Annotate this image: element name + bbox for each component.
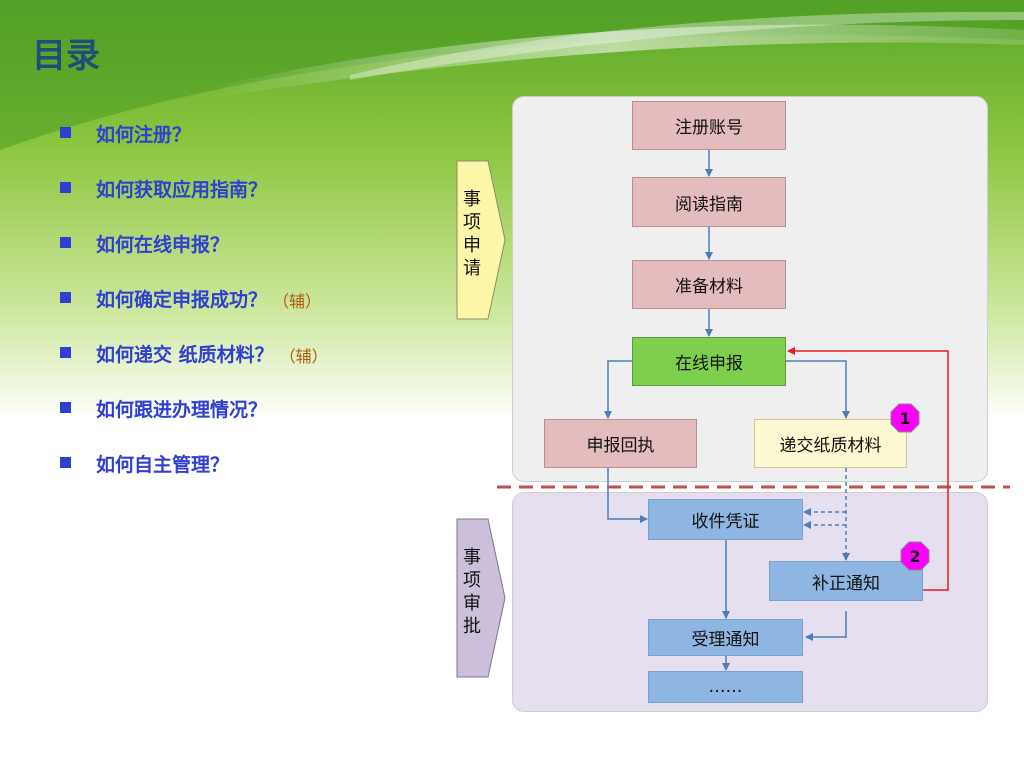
step-submit-paper[interactable]: 递交纸质材料 xyxy=(754,419,907,468)
square-bullet-icon xyxy=(60,292,71,303)
step-correction-notice[interactable]: 补正通知 xyxy=(769,561,923,601)
badge-2: 2 xyxy=(900,541,930,571)
step-prepare-materials[interactable]: 准备材料 xyxy=(632,260,786,309)
step-collect-proof[interactable]: 收件凭证 xyxy=(648,499,803,540)
stage-tag-review: 事项审批 xyxy=(456,518,506,678)
step-read-guide[interactable]: 阅读指南 xyxy=(632,177,786,227)
square-bullet-icon xyxy=(60,237,71,248)
square-bullet-icon xyxy=(60,402,71,413)
square-bullet-icon xyxy=(60,182,71,193)
square-bullet-icon xyxy=(60,457,71,468)
page-title: 目录 xyxy=(32,36,100,76)
stage-tag-apply: 事项申请 xyxy=(456,160,506,320)
square-bullet-icon xyxy=(60,347,71,358)
arrow-correction-to-accept xyxy=(805,611,847,641)
chevron-tag-icon xyxy=(456,518,506,678)
list-item[interactable]: 如何注册？ xyxy=(60,120,328,175)
list-item[interactable]: 如何递交 纸质材料？（辅） xyxy=(60,340,328,395)
step-online-apply[interactable]: 在线申报 xyxy=(632,337,786,386)
chevron-tag-icon xyxy=(456,160,506,320)
arrow-apply-to-receipt xyxy=(604,360,632,419)
list-item[interactable]: 如何在线申报？ xyxy=(60,230,328,285)
arrow-receipt-to-proof xyxy=(607,468,648,523)
list-item[interactable]: 如何跟进办理情况？ xyxy=(60,395,328,450)
list-item[interactable]: 如何自主管理？ xyxy=(60,450,328,505)
list-item[interactable]: 如何确定申报成功？（辅） xyxy=(60,285,328,340)
arrow-apply-to-paper xyxy=(786,360,850,419)
step-apply-receipt[interactable]: 申报回执 xyxy=(544,419,697,468)
arrow-correction-back-to-apply xyxy=(787,347,949,591)
auxiliary-tag: （辅） xyxy=(279,347,328,366)
badge-1: 1 xyxy=(890,403,920,433)
list-item[interactable]: 如何获取应用指南？ xyxy=(60,175,328,230)
step-accept-notice[interactable]: 受理通知 xyxy=(648,619,803,656)
step-register[interactable]: 注册账号 xyxy=(632,101,786,150)
octagon-badge-icon xyxy=(890,403,920,433)
square-bullet-icon xyxy=(60,127,71,138)
step-more[interactable]: …… xyxy=(648,671,803,703)
contents-list: 如何注册？ 如何获取应用指南？ 如何在线申报？ 如何确定申报成功？（辅） 如何递… xyxy=(60,120,328,505)
octagon-badge-icon xyxy=(900,541,930,571)
auxiliary-tag: （辅） xyxy=(273,292,322,311)
